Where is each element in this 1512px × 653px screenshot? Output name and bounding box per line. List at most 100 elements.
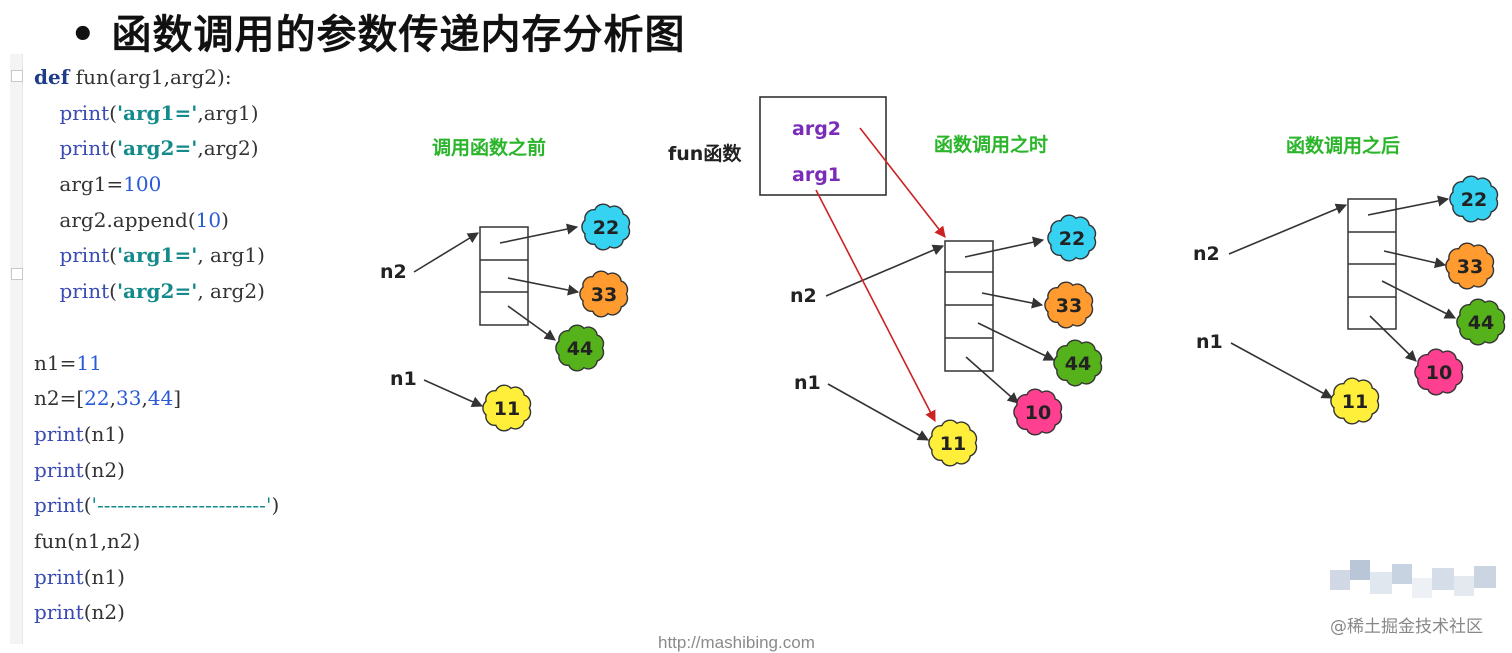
code-token: ,: [141, 386, 148, 411]
code-token: 100: [123, 172, 162, 197]
code-token: (n1): [83, 564, 125, 589]
value-label: 33: [1056, 295, 1082, 317]
code-token: arg1=: [34, 172, 124, 197]
value-blob: 10: [1013, 388, 1063, 436]
value-label: 44: [1468, 312, 1494, 334]
code-token: def: [34, 65, 70, 89]
code-token: , arg2): [197, 279, 265, 304]
fun-frame-box: [759, 96, 887, 196]
code-token: ,arg1): [197, 100, 259, 125]
code-token: (n2): [83, 457, 125, 482]
code-token: (: [109, 136, 117, 161]
code-token: fun(arg1,arg2):: [69, 65, 232, 89]
code-line: n1=11: [34, 346, 279, 382]
value-blob: 22: [1449, 175, 1499, 223]
arg2-label: arg2: [792, 118, 841, 140]
code-token: ): [271, 493, 280, 518]
value-label: 33: [1457, 256, 1483, 278]
code-token: print: [34, 493, 84, 518]
value-label: 33: [591, 284, 617, 306]
n2-label-before: n2: [380, 261, 407, 283]
code-line: print('arg2=', arg2): [34, 274, 279, 310]
code-token: print: [59, 279, 110, 304]
value-label: 11: [940, 433, 966, 455]
code-line: print('arg1=',arg1): [34, 96, 279, 132]
value-label: 11: [494, 398, 520, 420]
value-blob: 11: [1330, 377, 1380, 425]
code-token: 'arg1=': [116, 243, 198, 268]
code-line: print(n1): [34, 560, 279, 596]
code-token: n1=: [34, 350, 77, 375]
code-token: ]: [173, 386, 182, 411]
code-token: 10: [195, 207, 222, 232]
code-token: print: [34, 421, 84, 446]
code-token: 33: [115, 386, 142, 411]
n1-label-before: n1: [390, 368, 417, 390]
value-blob: 44: [1053, 339, 1103, 387]
value-blob: 33: [1445, 242, 1495, 290]
code-token: '-------------------------': [91, 493, 272, 518]
value-blob: 33: [579, 270, 629, 318]
blurred-logo-mosaic: [1330, 560, 1496, 598]
value-blob: 22: [581, 203, 631, 251]
value-label: 22: [1461, 189, 1487, 211]
code-line: print('arg2=',arg2): [34, 131, 279, 167]
n2-label-during: n2: [790, 285, 817, 307]
code-token: ): [221, 207, 229, 232]
code-line: arg2.append(10): [34, 203, 279, 239]
code-token: arg2.append(: [34, 207, 196, 232]
code-token: (: [83, 493, 92, 518]
list-object-during: [944, 240, 994, 372]
code-token: 22: [84, 386, 110, 411]
value-label: 10: [1426, 362, 1452, 384]
fold-marker-icon[interactable]: [11, 268, 23, 280]
code-line: print(n2): [34, 595, 279, 631]
code-line: fun(n1,n2): [34, 524, 279, 560]
watermark: @稀土掘金技术社区: [1330, 617, 1483, 637]
code-token: (: [109, 100, 117, 125]
value-blob: 22: [1047, 214, 1097, 262]
code-token: print: [59, 243, 110, 268]
code-token: print: [59, 136, 110, 161]
code-line: arg1=100: [34, 167, 279, 203]
code-token: , arg1): [197, 243, 265, 268]
footer-url: http://mashibing.com: [658, 633, 815, 652]
n1-label-during: n1: [794, 372, 821, 394]
value-blob: 44: [1456, 298, 1506, 346]
value-label: 22: [593, 217, 619, 239]
code-token: n2=[: [34, 386, 85, 411]
value-label: 44: [1065, 353, 1091, 375]
code-line: n2=[22,33,44]: [34, 381, 279, 417]
code-token: (: [109, 243, 117, 268]
n1-label-after: n1: [1196, 331, 1223, 353]
value-blob: 11: [482, 384, 532, 432]
n2-label-after: n2: [1193, 243, 1220, 265]
code-token: ,: [109, 386, 116, 411]
code-line: def fun(arg1,arg2):: [34, 60, 279, 96]
code-token: print: [34, 600, 84, 625]
value-label: 10: [1025, 402, 1051, 424]
fun-frame-label: fun函数: [668, 142, 742, 165]
fold-marker-icon[interactable]: [11, 70, 23, 82]
value-blob: 11: [928, 419, 978, 467]
code-token: print: [34, 457, 84, 482]
code-line: print(n2): [34, 453, 279, 489]
code-token: 44: [147, 386, 174, 411]
code-token: 'arg2=': [116, 279, 198, 304]
code-line: print('-------------------------'): [34, 488, 279, 524]
code-token: (n2): [83, 600, 125, 625]
value-label: 22: [1059, 228, 1085, 250]
panel-label-after: 函数调用之后: [1286, 134, 1400, 157]
code-line: print(n1): [34, 417, 279, 453]
code-gutter: [10, 54, 23, 644]
list-object-before: [479, 226, 529, 326]
value-blob: 10: [1414, 348, 1464, 396]
code-token: print: [59, 100, 110, 125]
value-blob: 33: [1044, 281, 1094, 329]
arg1-label: arg1: [792, 164, 841, 186]
slide-title: • 函数调用的参数传递内存分析图: [70, 12, 686, 58]
value-label: 11: [1342, 391, 1368, 413]
code-token: (n1): [83, 421, 125, 446]
code-block: def fun(arg1,arg2): print('arg1=',arg1) …: [34, 60, 279, 631]
